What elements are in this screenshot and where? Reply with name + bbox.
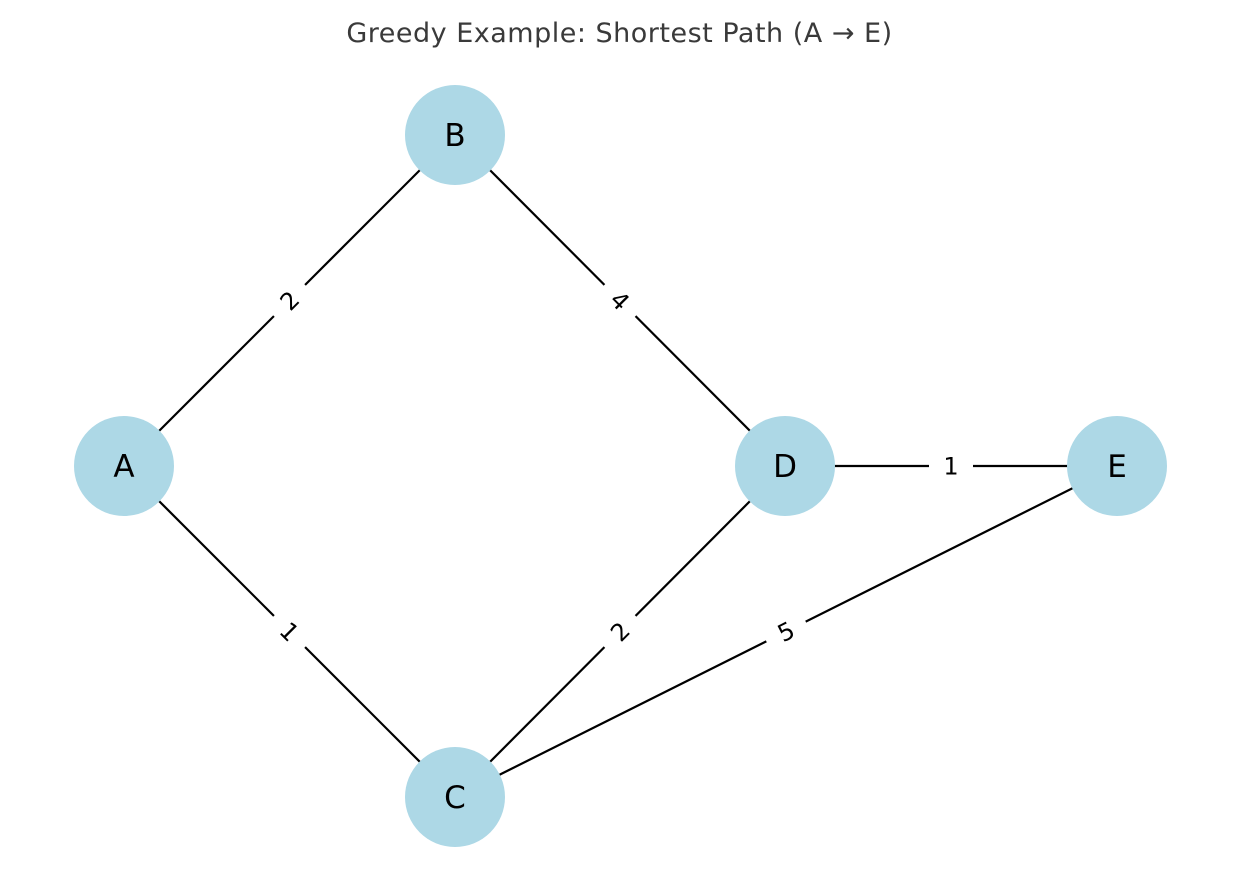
edge-label-group-A-C: 1 [261, 603, 318, 660]
node-label-A: A [113, 449, 134, 485]
node-label-B: B [444, 118, 465, 154]
graph-node-A [74, 416, 174, 516]
graph-node-B [405, 85, 505, 185]
edge-label-group-C-E: 5 [758, 606, 814, 657]
edge-label-bg [592, 272, 648, 329]
edge-label-bg [758, 606, 814, 657]
node-label-E: E [1107, 449, 1127, 485]
figure-title: Greedy Example: Shortest Path (A → E) [346, 18, 893, 49]
edge-label-group-D-E: 1 [929, 449, 973, 483]
node-label-D: D [773, 449, 797, 485]
edge-label-bg [929, 449, 973, 483]
graph-node-D [735, 416, 835, 516]
edge-label-bg [261, 603, 318, 660]
edge-label-bg [592, 603, 648, 660]
node-label-C: C [444, 780, 466, 816]
edge-label-bg [261, 272, 318, 329]
edge-label-group-C-D: 2 [592, 603, 648, 660]
edge-label-group-B-D: 4 [592, 272, 648, 329]
edge-label-group-A-B: 2 [261, 272, 318, 329]
edge-weight-label: 1 [943, 453, 958, 481]
graph-node-C [405, 747, 505, 847]
graph-node-E [1067, 416, 1167, 516]
